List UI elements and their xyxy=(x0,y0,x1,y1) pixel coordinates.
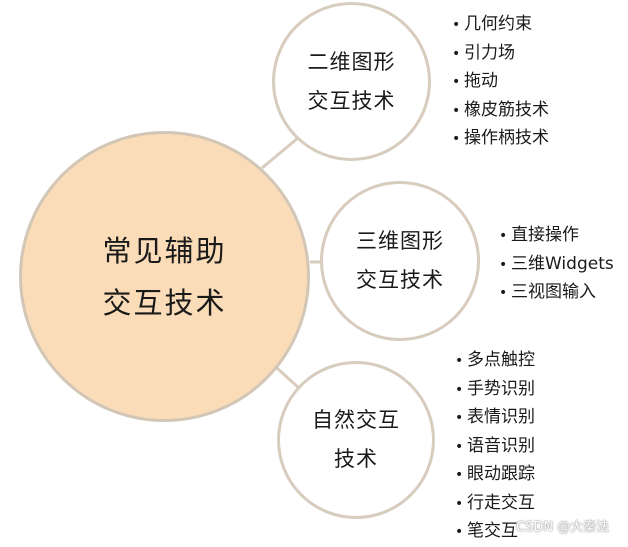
center-title-line2: 交互技术 xyxy=(102,285,227,320)
branch-natural-title-line1: 自然交互 xyxy=(312,408,400,432)
bullet-dot: • xyxy=(452,102,461,119)
branch-2d-title-line1: 二维图形 xyxy=(307,49,396,74)
list-item: •多点触控 xyxy=(455,347,535,376)
list-item: •几何约束 xyxy=(452,11,549,40)
bullet-dot: • xyxy=(455,410,464,426)
branch-circle-3d: 三维图形 交互技术 xyxy=(320,181,480,341)
bullet-dot: • xyxy=(455,495,464,512)
list-item: •语音识别 xyxy=(455,433,535,462)
bullet-dot: • xyxy=(455,524,464,540)
branch-3d-title-line2: 交互技术 xyxy=(356,268,444,292)
list-item: •直接操作 xyxy=(499,222,614,251)
branch-3d-title-line1: 三维图形 xyxy=(356,229,444,253)
branch-circle-natural: 自然交互 技术 xyxy=(277,361,435,519)
list-item: •三视图输入 xyxy=(499,279,614,308)
bullet-list-natural: •多点触控 •手势识别 •表情识别 •语音识别 •眼动跟踪 •行走交互 •笔交互 xyxy=(455,347,535,547)
bullet-dot: • xyxy=(452,45,461,62)
bullet-dot: • xyxy=(455,438,464,455)
bullet-dot: • xyxy=(452,74,461,90)
bullet-list-2d: •几何约束 •引力场 •拖动 •橡皮筋技术 •操作柄技术 xyxy=(452,11,549,154)
bullet-dot: • xyxy=(499,285,508,301)
list-item: •操作柄技术 xyxy=(452,125,549,154)
list-item: •眼动跟踪 xyxy=(455,461,535,490)
branch-natural-title-line2: 技术 xyxy=(334,447,378,471)
branch-circle-2d: 二维图形 交互技术 xyxy=(272,2,431,161)
bullet-dot: • xyxy=(455,353,464,369)
bullet-list-3d: •直接操作 •三维Widgets •三视图输入 xyxy=(499,222,614,308)
connector-2d xyxy=(261,136,299,170)
list-item: •手势识别 xyxy=(455,376,535,405)
bullet-dot: • xyxy=(452,131,461,147)
bullet-dot: • xyxy=(499,228,508,244)
list-item: •表情识别 xyxy=(455,404,535,433)
list-item: •笔交互 xyxy=(455,518,535,547)
bullet-dot: • xyxy=(452,17,461,33)
bullet-dot: • xyxy=(499,256,508,273)
list-item: •拖动 xyxy=(452,68,549,97)
list-item: •引力场 xyxy=(452,40,549,69)
bullet-dot: • xyxy=(455,467,464,483)
list-item: •橡皮筋技术 xyxy=(452,97,549,126)
bullet-dot: • xyxy=(455,381,464,398)
list-item: •三维Widgets xyxy=(499,251,614,280)
center-title-line1: 常见辅助 xyxy=(102,233,227,268)
watermark: CSDN @大秦法 xyxy=(516,520,610,535)
branch-2d-title-line2: 交互技术 xyxy=(307,88,396,113)
list-item: •行走交互 xyxy=(455,490,535,519)
center-circle: 常见辅助 交互技术 xyxy=(19,131,310,422)
